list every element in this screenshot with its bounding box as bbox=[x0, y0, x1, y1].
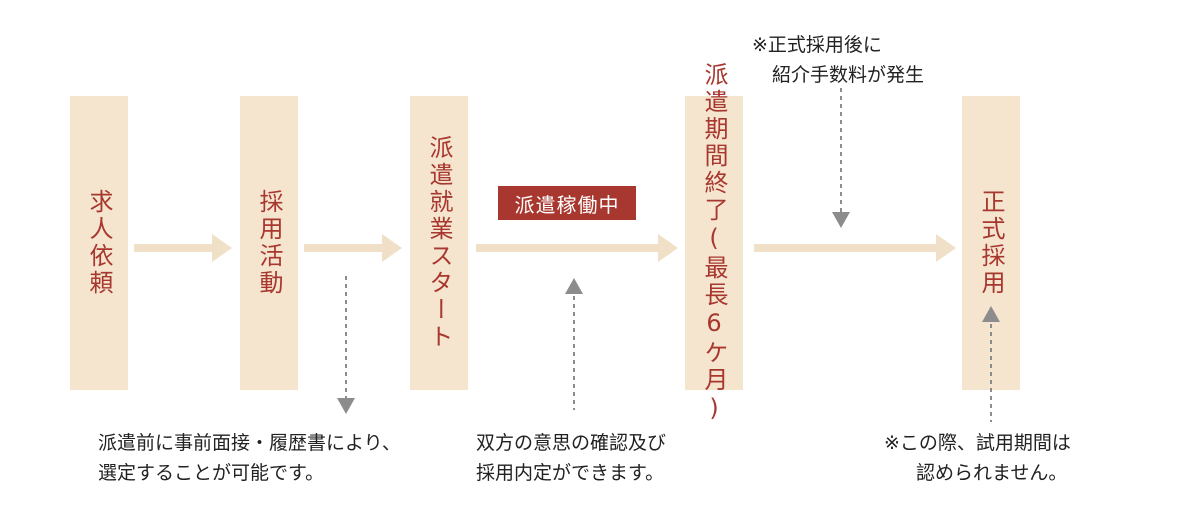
step-job-request: 求人依頼 bbox=[70, 96, 128, 390]
note-line: 認められません。 bbox=[916, 462, 1068, 484]
note-line: ※この際、試用期間は bbox=[884, 432, 1071, 454]
step-label: 派遣期間終了(最長6ケ月) bbox=[700, 61, 728, 425]
note-interview: 派遣前に事前面接・履歴書により、 選定することが可能です。 bbox=[98, 428, 401, 488]
flow-arrow-2 bbox=[304, 234, 402, 262]
flow-arrow-1 bbox=[134, 234, 232, 262]
note-line: ※正式採用後に bbox=[752, 34, 882, 56]
note-line: 双方の意思の確認及び bbox=[476, 432, 667, 454]
step-dispatch-start: 派遣就業スタート bbox=[410, 96, 468, 390]
note-line: 紹介手数料が発生 bbox=[772, 64, 925, 86]
step-recruiting: 採用活動 bbox=[240, 96, 298, 390]
dotted-arrow-up-mutual bbox=[562, 276, 586, 410]
step-label: 採用活動 bbox=[255, 189, 283, 297]
note-mutual: 双方の意思の確認及び 採用内定ができます。 bbox=[476, 428, 666, 488]
note-line: 採用内定ができます。 bbox=[476, 462, 665, 484]
flow-arrow-3 bbox=[476, 234, 678, 262]
dispatch-active-badge: 派遣稼働中 bbox=[498, 186, 636, 220]
step-label: 派遣就業スタート bbox=[425, 135, 453, 351]
step-label: 正式採用 bbox=[977, 189, 1005, 297]
flow-arrow-4 bbox=[754, 234, 956, 262]
dotted-arrow-up-trial bbox=[979, 304, 1003, 422]
dotted-arrow-down-interview bbox=[334, 276, 358, 416]
step-dispatch-end: 派遣期間終了(最長6ケ月) bbox=[685, 62, 743, 425]
step-label: 求人依頼 bbox=[85, 189, 113, 297]
note-line: 選定することが可能です。 bbox=[98, 462, 325, 484]
note-fee: ※正式採用後に 紹介手数料が発生 bbox=[752, 30, 924, 90]
note-line: 派遣前に事前面接・履歴書により、 bbox=[98, 432, 401, 454]
note-trial: ※この際、試用期間は 認められません。 bbox=[884, 428, 1071, 488]
dotted-arrow-down-fee bbox=[829, 88, 853, 230]
